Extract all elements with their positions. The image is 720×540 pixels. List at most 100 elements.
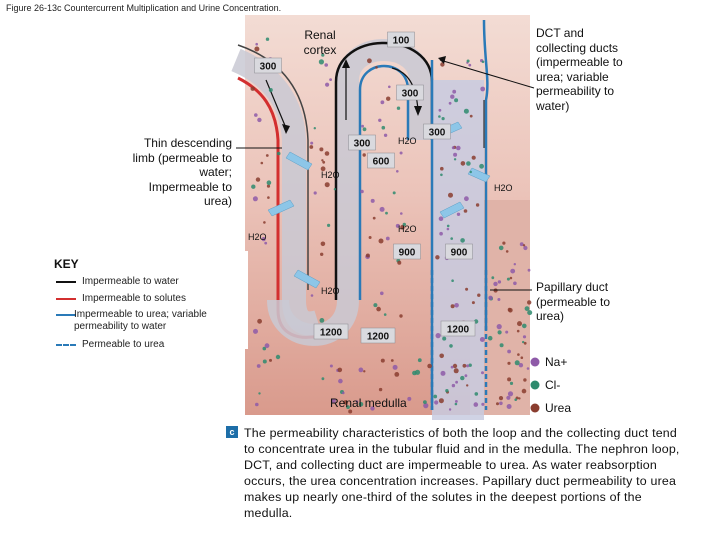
solute-dot (276, 355, 280, 359)
solute-dot (338, 368, 343, 373)
water-label: H2O (248, 232, 267, 242)
solute-dot (325, 151, 330, 156)
solute-dot (517, 321, 522, 326)
legend-dot-urea (531, 404, 540, 413)
concentration-value: 300 (255, 58, 282, 73)
solute-dot (369, 236, 372, 239)
solute-dot (397, 107, 400, 110)
solute-dot (500, 343, 504, 347)
concentration-value: 300 (397, 85, 424, 100)
solute-dot (488, 336, 493, 341)
solute-dot (269, 359, 272, 362)
solute-dot (266, 154, 269, 157)
solute-dot (427, 364, 432, 369)
solute-dot (481, 371, 484, 374)
solute-dot (325, 182, 330, 187)
solute-dot (330, 365, 333, 368)
svg-text:900: 900 (451, 248, 468, 259)
solute-dot (269, 88, 273, 92)
solute-dot (510, 382, 513, 385)
solute-dot (463, 364, 467, 368)
svg-text:1200: 1200 (367, 332, 390, 343)
solute-dot (386, 237, 390, 241)
solute-dot (384, 134, 387, 137)
solute-dot (393, 365, 398, 370)
solute-dot (439, 398, 444, 403)
solute-dot (498, 280, 501, 283)
solute-dot (373, 303, 377, 307)
solute-dot (499, 402, 503, 406)
solute-dot (507, 404, 512, 409)
concentration-value: 1200 (361, 328, 395, 343)
solute-dot (267, 185, 270, 188)
solute-dot (527, 310, 532, 315)
solute-dot (497, 298, 500, 301)
key-title: KEY (54, 257, 79, 271)
solute-dot (253, 196, 258, 201)
solute-dot (309, 145, 313, 149)
concentration-value: 300 (424, 124, 451, 139)
water-label: H2O (321, 170, 340, 180)
solute-dot (467, 60, 470, 63)
solute-dot (255, 403, 259, 407)
solute-dot (476, 203, 479, 206)
solute-dot (363, 370, 365, 372)
solute-dot (460, 238, 465, 243)
solute-dot (518, 397, 520, 399)
solute-dot (514, 398, 517, 401)
solute-dot (322, 161, 325, 164)
legend-dot-cl (531, 381, 540, 390)
solute-dot (505, 331, 508, 334)
solute-dot (479, 164, 484, 169)
solute-dot (378, 119, 381, 122)
solute-dot (480, 337, 485, 342)
solute-dot (457, 213, 460, 216)
solute-dot (384, 313, 387, 316)
key-line-black (56, 281, 76, 283)
solute-dot (436, 333, 441, 338)
solute-dot (477, 294, 480, 297)
solute-dot (329, 78, 332, 81)
solute-dot (388, 86, 391, 89)
solute-dot (452, 146, 455, 149)
solute-dot (258, 392, 260, 394)
solute-dot (514, 263, 516, 265)
solute-dot (445, 389, 448, 392)
solute-dot (507, 278, 510, 281)
label-thin-descending: Thin descending limb (permeable to water… (128, 136, 232, 209)
key-box: KEY Impermeable to water Impermeable to … (48, 251, 248, 349)
legend-cl: Cl- (545, 378, 560, 392)
solute-dot (523, 335, 526, 338)
solute-dot (314, 191, 317, 194)
solute-dot (523, 246, 527, 250)
solute-dot (367, 58, 372, 63)
solute-dot (455, 381, 458, 384)
solute-dot (381, 100, 385, 104)
solute-dot (264, 242, 267, 245)
solute-dot (423, 400, 427, 404)
solute-dot (361, 125, 364, 128)
key-line-blue-dashed (56, 344, 76, 346)
solute-dot (373, 217, 376, 220)
solute-dot (454, 368, 459, 373)
solute-dot (497, 324, 502, 329)
label-renal-cortex: Renal cortex (300, 28, 340, 57)
water-label: H2O (494, 183, 513, 193)
solute-dot (393, 191, 396, 194)
solute-dot (254, 113, 258, 117)
solute-dot (334, 188, 336, 190)
solute-dot (254, 47, 259, 52)
solute-dot (382, 126, 386, 130)
solute-dot (261, 162, 264, 165)
solute-dot (453, 364, 457, 368)
key-line-blue (56, 314, 76, 316)
solute-dot (433, 395, 437, 399)
solute-dot (466, 364, 469, 367)
solute-dot (391, 359, 394, 362)
solute-dot (510, 277, 513, 280)
solute-dot (499, 246, 504, 251)
solute-dot (439, 109, 442, 112)
solute-dot (447, 225, 450, 228)
solute-dot (456, 146, 461, 151)
solute-dot (464, 109, 469, 114)
